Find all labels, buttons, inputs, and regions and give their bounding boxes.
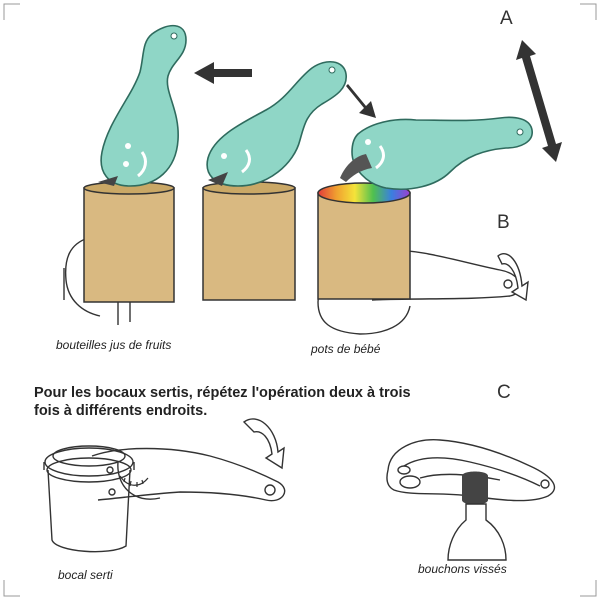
caption-crimped-jar: bocal serti [58,568,113,582]
can-baby-jar [317,182,411,300]
arrow-left-icon [194,62,252,84]
caption-screw-caps: bouchons vissés [418,562,507,576]
instruction-line-2: fois à différents endroits. [34,403,208,419]
arrow-double-diagonal-icon [516,40,562,162]
instruction-line-1: Pour les bocaux sertis, répétez l'opérat… [34,385,411,401]
bottle-cap-and-neck [447,471,507,561]
instruction-text: Pour les bocaux sertis, répétez l'opérat… [34,384,494,420]
crimped-jar-illustration [43,445,286,553]
opener-position-3 [340,116,533,191]
caption-juice-bottles: bouteilles jus de fruits [56,338,172,352]
frame-corners [3,3,597,597]
label-c: C [497,382,511,403]
teeth-mark-icon [119,475,149,487]
screw-cap-illustration [386,439,555,502]
bottle-outline [63,237,101,317]
arrow-curved-c-icon [242,418,285,470]
arrow-curved-b-icon [497,253,529,302]
opener-position-1 [98,24,187,187]
arrow-down-right-icon [346,84,376,118]
bottle-neck-outline [117,300,131,325]
can-juice-bottle-2 [202,181,296,301]
label-a: A [500,8,513,29]
can-juice-bottle-1 [83,181,175,303]
caption-baby-jars: pots de bébé [311,342,381,356]
label-b: B [497,212,510,233]
opener-position-2 [206,61,347,187]
